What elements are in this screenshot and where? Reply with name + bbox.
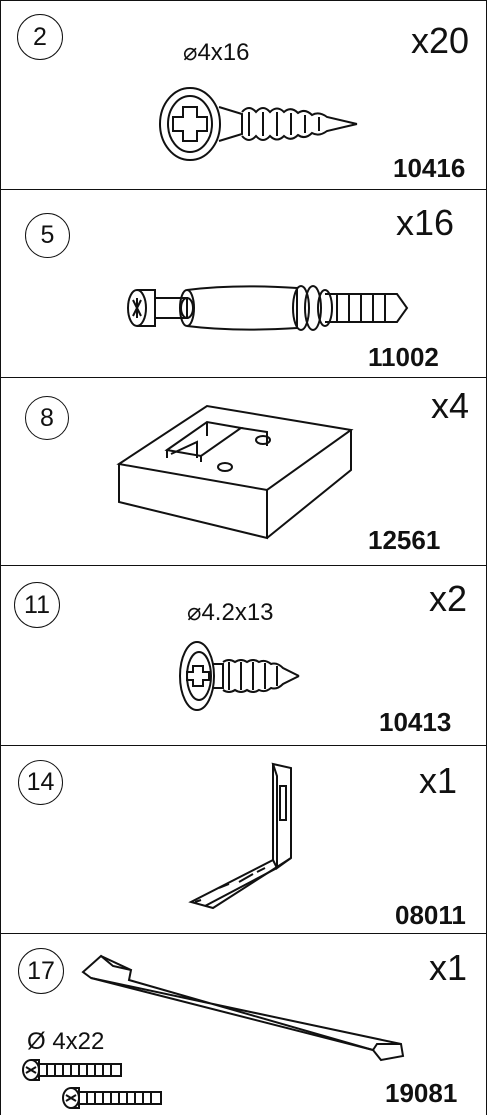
article-number: 08011: [395, 900, 466, 930]
bracket-block-icon: [117, 406, 353, 542]
handle-bar-icon: [77, 952, 407, 1064]
article-number: 10413: [379, 707, 452, 737]
machine-screws-icon: [19, 1058, 169, 1114]
part-dimension: ⌀4x16: [183, 39, 250, 66]
part-panel-8: 8 x4 12561: [0, 377, 487, 566]
article-number: 12561: [368, 525, 441, 555]
part-quantity: x4: [431, 385, 470, 426]
part-number-badge: 2: [17, 14, 63, 60]
part-panel-17: 17 x1 Ø 4x22 1: [0, 933, 487, 1115]
part-quantity: x1: [419, 760, 458, 801]
article-number: 19081: [385, 1078, 458, 1108]
part-number-badge: 14: [18, 760, 63, 805]
article-number: 11002: [368, 342, 439, 372]
part-number-badge: 17: [18, 948, 64, 994]
cam-dowel-icon: [125, 278, 415, 338]
part-quantity: x1: [429, 947, 468, 988]
part-panel-5: 5 x16 11002: [0, 189, 487, 378]
washer-screw-icon: [177, 638, 307, 714]
part-quantity: x2: [429, 578, 468, 619]
part-dimension: Ø 4x22: [27, 1028, 105, 1055]
article-number: 10416: [393, 153, 466, 183]
part-dimension: ⌀4.2x13: [187, 599, 274, 626]
angle-bracket-icon: [185, 764, 307, 912]
part-panel-14: 14 x1 08011: [0, 745, 487, 934]
part-panel-11: 11 ⌀4.2x13 x2 10413: [0, 565, 487, 746]
part-number-badge: 8: [25, 396, 69, 440]
part-panel-2: 2 ⌀4x16 x20 10416: [0, 0, 487, 190]
part-number-badge: 5: [25, 213, 70, 258]
part-number-badge: 11: [14, 582, 60, 628]
part-quantity: x16: [396, 202, 455, 243]
part-quantity: x20: [411, 20, 470, 61]
countersunk-screw-icon: [157, 79, 367, 169]
